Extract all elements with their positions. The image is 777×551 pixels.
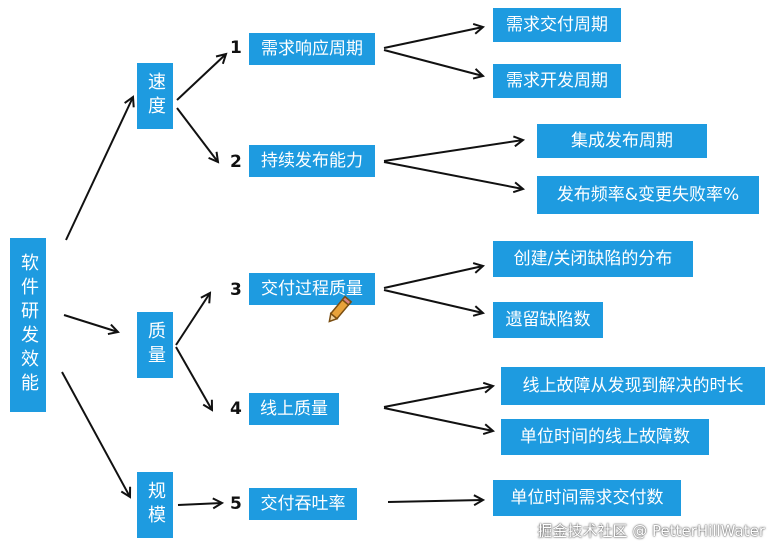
metric-label: 交付过程质量	[261, 278, 363, 299]
detail-label: 需求开发周期	[506, 70, 608, 91]
arrow-root-speed	[65, 97, 133, 241]
detail-box: 创建/关闭缺陷的分布	[493, 241, 693, 277]
arrow-speed-2	[176, 107, 218, 162]
arrow-1-d1	[383, 27, 483, 49]
arrow-root-quality	[63, 314, 118, 332]
detail-label: 线上故障从发现到解决的时长	[522, 375, 744, 396]
watermark: 掘金技术社区 @ PetterHillWater	[537, 522, 765, 540]
metric-label: 线上质量	[260, 398, 328, 419]
detail-label: 单位时间需求交付数	[510, 487, 664, 508]
category-label: 速度	[145, 72, 166, 120]
metric-box-5: 交付吞吐率	[249, 488, 357, 520]
detail-box: 发布频率&变更失败率%	[537, 176, 759, 214]
detail-box: 需求开发周期	[493, 64, 621, 98]
detail-box: 线上故障从发现到解决的时长	[501, 367, 765, 405]
root-label: 软件研发效能	[18, 253, 39, 397]
category-speed: 速度	[137, 63, 173, 129]
arrow-5-d9	[387, 500, 483, 502]
metric-box-3: 交付过程质量	[249, 273, 375, 305]
detail-label: 集成发布周期	[571, 130, 673, 151]
arrow-4-d8	[383, 407, 493, 431]
category-scale: 规模	[137, 472, 173, 538]
detail-box: 单位时间需求交付数	[493, 480, 681, 516]
arrow-root-scale	[61, 371, 130, 497]
metric-label: 需求响应周期	[261, 38, 363, 59]
detail-label: 遗留缺陷数	[505, 309, 591, 330]
detail-label: 发布频率&变更失败率%	[556, 184, 740, 205]
detail-label: 单位时间的线上故障数	[520, 426, 690, 447]
arrow-3-d5	[383, 266, 483, 289]
metric-label: 持续发布能力	[261, 150, 363, 171]
metric-box-1: 需求响应周期	[249, 33, 375, 65]
detail-box: 遗留缺陷数	[493, 302, 603, 338]
arrow-4-d7	[383, 386, 493, 408]
metric-box-2: 持续发布能力	[249, 145, 375, 177]
category-quality: 质量	[137, 312, 173, 378]
arrow-2-d3	[383, 140, 523, 162]
metric-number: 5	[230, 494, 242, 514]
metric-number: 1	[230, 38, 242, 58]
arrow-3-d6	[383, 289, 483, 313]
detail-label: 需求交付周期	[506, 14, 608, 35]
category-label: 规模	[145, 481, 166, 529]
pencil-icon	[328, 295, 353, 323]
arrow-2-d4	[383, 161, 523, 189]
arrow-speed-1	[176, 54, 226, 101]
metric-number: 2	[230, 152, 242, 172]
category-label: 质量	[145, 321, 166, 369]
detail-box: 集成发布周期	[537, 124, 707, 158]
metric-label: 交付吞吐率	[260, 493, 346, 514]
arrow-quality-3	[175, 293, 210, 346]
detail-box: 需求交付周期	[493, 8, 621, 42]
metric-number: 4	[230, 399, 242, 419]
detail-box: 单位时间的线上故障数	[501, 419, 709, 455]
arrow-quality-4	[175, 346, 212, 410]
arrow-1-d2	[383, 49, 483, 76]
root-box: 软件研发效能	[10, 238, 46, 412]
detail-label: 创建/关闭缺陷的分布	[513, 248, 673, 269]
arrow-scale-5	[177, 503, 222, 505]
metric-number: 3	[230, 280, 242, 300]
metric-box-4: 线上质量	[249, 393, 339, 425]
